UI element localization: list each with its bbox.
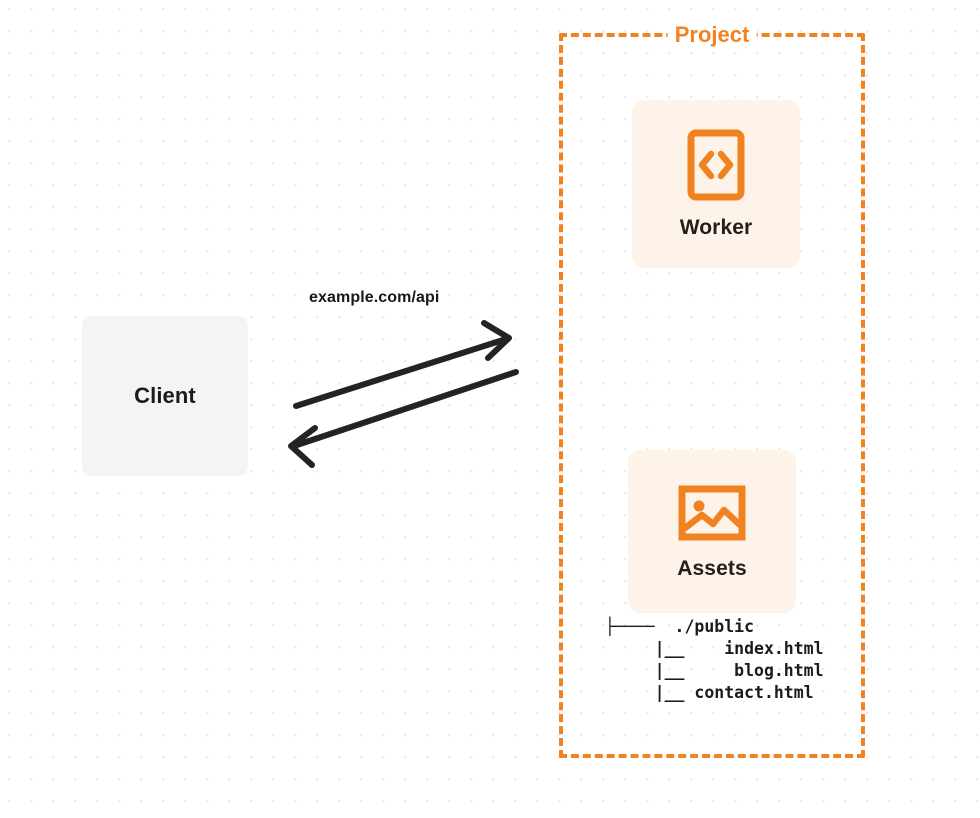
project-boundary: Project (559, 22, 865, 758)
assets-file-tree: ├──── ./public |__ index.html |__ blog.h… (605, 617, 824, 702)
node-client-label: Client (134, 383, 196, 408)
node-assets-label: Assets (677, 556, 747, 580)
image-icon (678, 485, 746, 540)
connection-label: example.com/api (309, 289, 440, 306)
response-arrow-icon (288, 369, 519, 468)
node-assets[interactable]: Assets (628, 450, 796, 613)
request-arrow-icon (293, 320, 512, 409)
node-client[interactable]: Client (82, 316, 248, 476)
project-title: Project (667, 22, 757, 48)
code-brackets-icon (687, 129, 745, 201)
node-worker-label: Worker (679, 216, 753, 239)
node-worker[interactable]: Worker (632, 100, 800, 268)
